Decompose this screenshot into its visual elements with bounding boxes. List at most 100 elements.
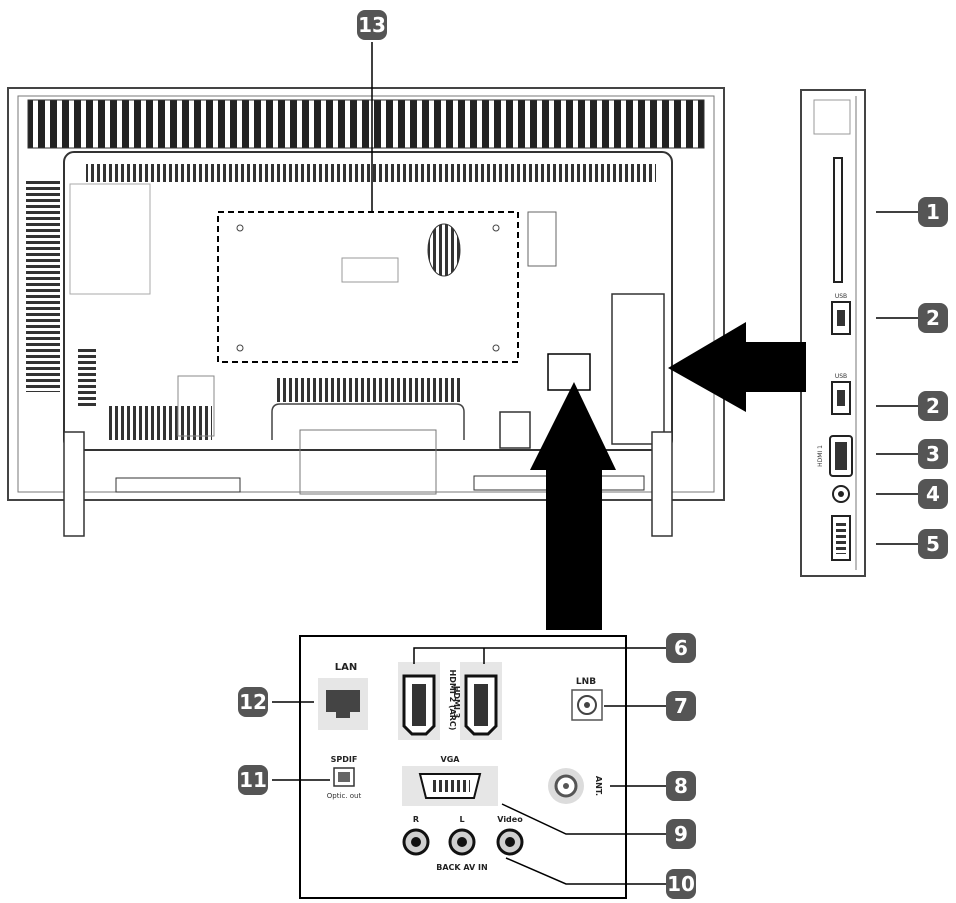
callout-number: 11 — [239, 768, 267, 792]
callout-10: 10 — [666, 869, 696, 899]
hdmi1-label: HDMI 1 — [817, 445, 824, 467]
callout-12: 12 — [238, 687, 268, 717]
leader-line-6 — [413, 647, 666, 664]
screw-hole — [236, 224, 244, 232]
audio-l-jack-hole — [457, 837, 467, 847]
screw-hole — [492, 344, 500, 352]
hdmi3-label: HDMI 3 — [452, 686, 461, 719]
lnb-label: LNB — [576, 677, 596, 687]
vesa-grille — [427, 223, 461, 277]
arrow-up — [530, 382, 616, 630]
callout-7: 7 — [666, 691, 696, 721]
tv-back-view — [7, 87, 725, 537]
spdif-socket — [338, 772, 350, 782]
callout-number: 3 — [926, 442, 940, 466]
vesa-mount-area — [217, 211, 519, 363]
callout-badge — [357, 10, 387, 40]
back-port-area — [547, 353, 591, 391]
callout-number: 13 — [358, 13, 386, 37]
lan-socket — [326, 690, 360, 718]
usb1-plug — [837, 310, 845, 326]
callout-badges: 13 1 2 2 3 4 5 6 — [238, 10, 948, 899]
stand-neck — [271, 403, 465, 440]
callout-number: 1 — [926, 200, 940, 224]
hdmi2-socket-core — [412, 684, 426, 726]
back-av-in-label: BACK AV IN — [436, 863, 487, 872]
power-socket — [499, 411, 531, 449]
callout-number: 7 — [674, 694, 688, 718]
callout-1: 1 — [918, 197, 948, 227]
side-vent-strip — [813, 99, 851, 135]
bottom-strip-left — [115, 477, 241, 493]
speaker-box — [177, 375, 215, 437]
callout-badge — [666, 633, 696, 663]
callout-badge — [918, 529, 948, 559]
callout-number: 2 — [926, 394, 940, 418]
left-vent-grille — [26, 180, 60, 392]
callout-badge — [238, 687, 268, 717]
right-bracket — [527, 211, 557, 267]
r-label: R — [413, 815, 419, 824]
vga-pins — [430, 780, 470, 792]
hdmi3-socket-core — [474, 684, 488, 726]
bottom-left-vent — [108, 406, 212, 440]
arrow-left — [668, 322, 806, 412]
vga-label: VGA — [441, 755, 461, 764]
callout-badge — [918, 197, 948, 227]
leader-line-9 — [501, 803, 666, 835]
ant-label: ANT. — [594, 776, 603, 796]
ant-socket-pin — [563, 783, 569, 789]
callout-4: 4 — [918, 479, 948, 509]
right-foot — [651, 431, 673, 537]
callout-number: 12 — [239, 690, 267, 714]
tv-side-view: USB USB HDMI 1 — [800, 89, 866, 577]
callout-badge — [918, 391, 948, 421]
left-lower-vent — [78, 346, 96, 406]
callout-5: 5 — [918, 529, 948, 559]
leader-line-10 — [505, 857, 666, 885]
audio-r-jack-hole — [411, 837, 421, 847]
leader-lines — [272, 42, 918, 885]
side-port-area — [611, 293, 665, 445]
callout-11: 11 — [238, 765, 268, 795]
callout-8: 8 — [666, 771, 696, 801]
callout-number: 4 — [926, 482, 940, 506]
callout-badge — [918, 479, 948, 509]
callout-13: 13 — [357, 10, 387, 40]
tv-inner-frame — [17, 95, 715, 493]
usb2-label: USB — [835, 373, 847, 380]
callout-badge — [918, 439, 948, 469]
callout-2-usb: 2 — [918, 303, 948, 333]
back-connector-panel: LAN HDMI 2 (ARC) HDMI 3 LNB SPDIF Optic.… — [299, 635, 627, 899]
video-label: Video — [497, 815, 523, 824]
callout-number: 5 — [926, 532, 940, 556]
upper-vent-grille — [86, 164, 656, 182]
usb1-label: USB — [835, 293, 847, 300]
callout-number: 2 — [926, 306, 940, 330]
usb2-plug — [837, 390, 845, 406]
spdif-label: SPDIF — [331, 755, 358, 764]
callout-number: 10 — [667, 872, 695, 896]
left-block — [69, 183, 151, 295]
stand-inner — [299, 429, 437, 495]
callout-number: 6 — [674, 636, 688, 660]
lnb-socket-pin — [584, 702, 590, 708]
callout-badge — [666, 869, 696, 899]
callout-badge — [918, 303, 948, 333]
middle-vent — [274, 378, 460, 402]
hdmi2-label: HDMI 2 (ARC) — [448, 670, 457, 731]
side-control-inner — [836, 522, 846, 554]
callout-9: 9 — [666, 819, 696, 849]
l-label: L — [459, 815, 464, 824]
callout-6: 6 — [666, 633, 696, 663]
callout-badge — [666, 691, 696, 721]
callout-badge — [666, 771, 696, 801]
ci-card-slot — [833, 157, 843, 283]
left-foot — [63, 431, 85, 537]
vesa-label — [341, 257, 399, 283]
video-jack-hole — [505, 837, 515, 847]
callout-2-usb-lower: 2 — [918, 391, 948, 421]
screw-hole — [492, 224, 500, 232]
inner-panel — [63, 151, 673, 451]
